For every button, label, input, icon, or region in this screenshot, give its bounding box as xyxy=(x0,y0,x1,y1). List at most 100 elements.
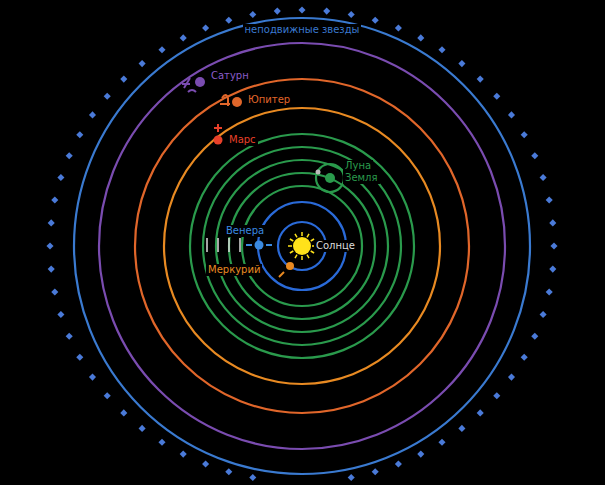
star-dot xyxy=(395,24,402,31)
star-dot xyxy=(139,60,146,67)
star-dot xyxy=(549,219,556,226)
orbits xyxy=(74,18,530,474)
star-dot xyxy=(438,46,445,53)
star-dot xyxy=(493,93,500,100)
body-label: Марс xyxy=(227,134,258,146)
moon-orbit xyxy=(316,164,344,192)
sphere-label: неподвижные звезды xyxy=(243,24,362,36)
mercury xyxy=(286,262,294,270)
body-label: Земля xyxy=(343,172,380,184)
star-dot xyxy=(57,174,64,181)
star-dot xyxy=(180,451,187,458)
star-dot xyxy=(549,266,556,273)
planet-glyphs xyxy=(182,78,284,277)
star-dot xyxy=(508,111,515,118)
star-dot xyxy=(546,196,553,203)
sun xyxy=(293,237,311,255)
star-dot xyxy=(521,131,528,138)
star-dot xyxy=(104,93,111,100)
star-dot xyxy=(249,474,256,481)
star-dot xyxy=(274,8,281,15)
star-dot xyxy=(57,311,64,318)
earth-orbit-band xyxy=(203,147,401,345)
star-dot xyxy=(372,17,379,24)
earth-orbit-band xyxy=(216,160,388,332)
star-dot xyxy=(104,392,111,399)
star-dot xyxy=(66,333,73,340)
star-dot xyxy=(550,242,557,249)
sun-ray xyxy=(295,255,297,258)
star-dot xyxy=(531,152,538,159)
saturn-orbit xyxy=(99,43,505,449)
star-dot xyxy=(202,460,209,467)
jupiter xyxy=(232,97,242,107)
fixed-stars-dots xyxy=(46,6,557,481)
star-dot xyxy=(508,374,515,381)
body-label: Солнце xyxy=(314,240,357,252)
star-dot xyxy=(458,425,465,432)
star-dot xyxy=(51,196,58,203)
star-dot xyxy=(417,34,424,41)
jupiter-orbit xyxy=(135,79,469,413)
star-dot xyxy=(225,17,232,24)
star-dot xyxy=(395,460,402,467)
tick-marks xyxy=(207,238,240,252)
star-dot xyxy=(158,46,165,53)
star-dot xyxy=(323,8,330,15)
body-label: Венера xyxy=(224,225,266,237)
star-dot xyxy=(348,11,355,18)
star-dot xyxy=(493,392,500,399)
body-label: Луна xyxy=(343,160,373,172)
star-dot xyxy=(458,60,465,67)
star-dot xyxy=(531,333,538,340)
sun-rays xyxy=(288,232,316,260)
star-dot xyxy=(51,288,58,295)
star-dot xyxy=(89,111,96,118)
stars-sphere xyxy=(74,18,530,474)
star-dot xyxy=(249,11,256,18)
star-dot xyxy=(48,219,55,226)
star-dot xyxy=(139,425,146,432)
star-dot xyxy=(372,468,379,475)
sun-ray xyxy=(290,251,293,253)
mars-orbit xyxy=(164,108,440,384)
body-label: Юпитер xyxy=(246,94,292,106)
earth-orbit-band xyxy=(242,186,362,306)
earth-orbit-band xyxy=(190,134,414,358)
body-label: Меркурий xyxy=(206,264,262,276)
sun-ray xyxy=(295,234,297,237)
sun-ray xyxy=(307,255,309,258)
moon xyxy=(316,170,321,175)
star-dot xyxy=(521,354,528,361)
saturn xyxy=(195,77,205,87)
venus xyxy=(255,241,264,250)
sun-ray xyxy=(301,232,303,236)
star-dot xyxy=(225,468,232,475)
star-dot xyxy=(540,311,547,318)
star-dot xyxy=(48,266,55,273)
star-dot xyxy=(348,474,355,481)
star-dot xyxy=(477,76,484,83)
sun-ray xyxy=(288,245,292,247)
star-dot xyxy=(477,409,484,416)
star-dot xyxy=(120,76,127,83)
star-dot xyxy=(76,131,83,138)
body-label: Сатурн xyxy=(209,70,251,82)
star-dot xyxy=(76,354,83,361)
star-dot xyxy=(540,174,547,181)
earth-orbit xyxy=(229,173,375,319)
star-dot xyxy=(546,288,553,295)
star-dot xyxy=(417,451,424,458)
sun-ray xyxy=(307,234,309,237)
mars xyxy=(214,136,223,145)
star-dot xyxy=(89,374,96,381)
star-dot xyxy=(46,242,53,249)
star-dot xyxy=(180,34,187,41)
star-dot xyxy=(298,6,305,13)
star-dot xyxy=(438,439,445,446)
star-dot xyxy=(158,439,165,446)
star-dot xyxy=(202,24,209,31)
earth xyxy=(325,173,335,183)
